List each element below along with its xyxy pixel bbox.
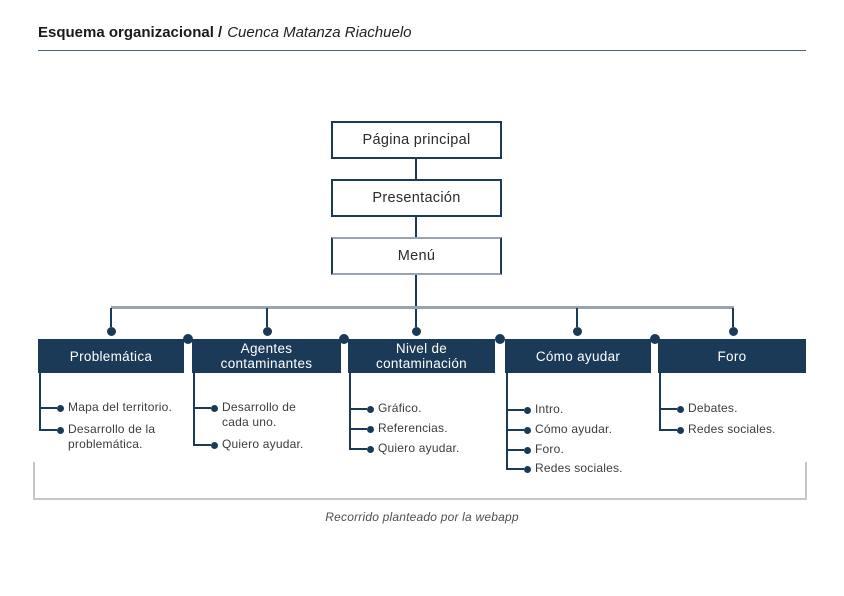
flow-node-presentacion: Presentación: [331, 179, 502, 217]
list-item: Mapa del territorio.: [68, 400, 173, 414]
list-spine: [39, 373, 41, 431]
flow-node-menu: Menú: [331, 237, 502, 275]
list-stub: [39, 429, 57, 431]
list-item: Redes sociales.: [535, 461, 623, 475]
bullet-dot: [523, 465, 531, 473]
page-title: Esquema organizacional /Cuenca Matanza R…: [38, 24, 412, 41]
list-stub: [506, 449, 524, 451]
page-title-bold: Esquema organizacional /: [38, 24, 223, 41]
list-stub: [349, 428, 367, 430]
list-item: Desarrollo de cada uno.: [222, 400, 296, 429]
list-stub: [659, 408, 677, 410]
page-title-italic: Cuenca Matanza Riachuelo: [227, 24, 412, 41]
list-item: Intro.: [535, 402, 564, 416]
list-stub: [349, 448, 367, 450]
branch-connector-line: [111, 306, 734, 309]
bullet-dot: [56, 426, 64, 434]
drop-line: [110, 308, 112, 327]
branch-box-como-ayudar: Cómo ayudar: [505, 339, 651, 373]
connector-dot: [262, 326, 272, 336]
bullet-dot: [210, 441, 218, 449]
list-item: Quiero ayudar.: [378, 441, 460, 455]
bullet-dot: [366, 405, 374, 413]
connector-dot: [728, 326, 738, 336]
list-stub: [39, 407, 57, 409]
list-item: Quiero ayudar.: [222, 437, 304, 451]
title-divider: [38, 50, 806, 51]
list-item: Redes sociales.: [688, 422, 776, 436]
list-item: Gráfico.: [378, 401, 422, 415]
list-stub: [659, 429, 677, 431]
branch-box-agentes-contaminantes: Agentes contaminantes: [192, 339, 341, 373]
connector-line: [415, 275, 417, 327]
branch-box-problematica: Problemática: [38, 339, 184, 373]
list-stub: [193, 407, 211, 409]
list-spine: [506, 373, 508, 470]
list-stub: [506, 429, 524, 431]
list-spine: [349, 373, 351, 450]
bullet-dot: [676, 405, 684, 413]
corner-dot: [495, 334, 505, 344]
list-item: Foro.: [535, 442, 565, 456]
drop-line: [266, 308, 268, 327]
connector-dot: [411, 326, 421, 336]
bullet-dot: [523, 446, 531, 454]
list-spine: [193, 373, 195, 446]
list-stub: [193, 444, 211, 446]
list-item: Referencias.: [378, 421, 448, 435]
list-item: Debates.: [688, 401, 738, 415]
list-item: Cómo ayudar.: [535, 422, 613, 436]
list-spine: [659, 373, 661, 431]
list-stub: [506, 468, 524, 470]
corner-dot: [339, 334, 349, 344]
branch-box-nivel-contaminacion: Nivel de contaminación: [348, 339, 495, 373]
branch-box-foro: Foro: [658, 339, 806, 373]
drop-line: [576, 308, 578, 327]
connector-dot: [106, 326, 116, 336]
bullet-dot: [523, 406, 531, 414]
connector-line: [415, 217, 417, 237]
bullet-dot: [366, 445, 374, 453]
drop-line: [732, 308, 734, 327]
list-stub: [349, 408, 367, 410]
connector-dot: [572, 326, 582, 336]
corner-dot: [650, 334, 660, 344]
bullet-dot: [210, 404, 218, 412]
list-item: Desarrollo de la problemática.: [68, 422, 156, 451]
bullet-dot: [56, 404, 64, 412]
corner-dot: [183, 334, 193, 344]
flow-node-pagina-principal: Página principal: [331, 121, 502, 159]
bullet-dot: [523, 426, 531, 434]
connector-line: [415, 159, 417, 179]
bullet-dot: [366, 425, 374, 433]
diagram-caption: Recorrido planteado por la webapp: [325, 510, 519, 524]
list-stub: [506, 409, 524, 411]
bullet-dot: [676, 426, 684, 434]
scope-bracket: [33, 462, 807, 500]
